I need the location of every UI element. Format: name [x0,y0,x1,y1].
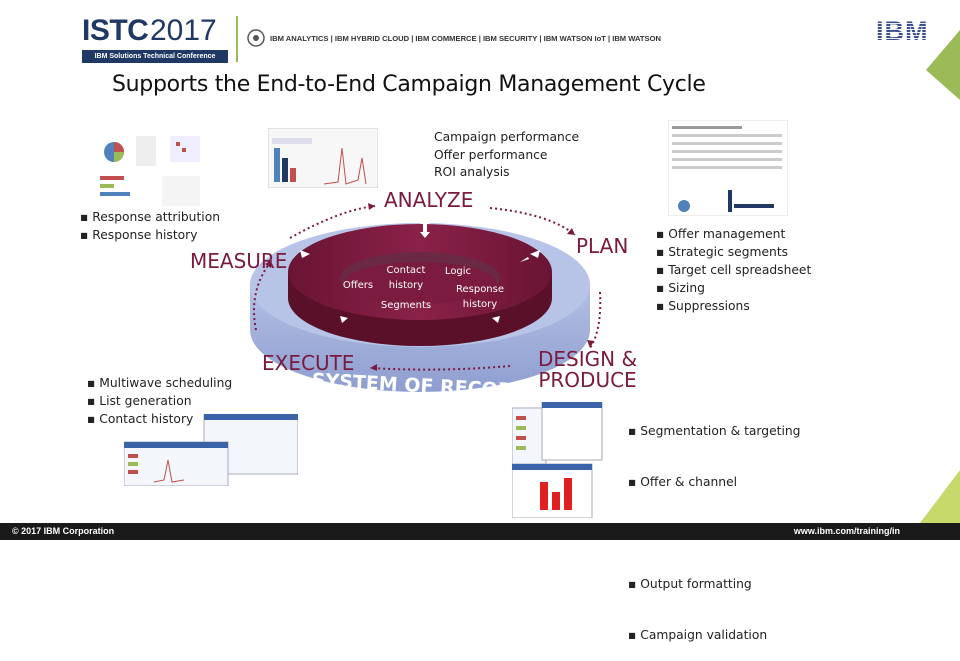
measure-report-thumbnail [96,130,206,210]
istc-subtitle: IBM Solutions Technical Conference [82,50,228,63]
arrow-bottom-right [492,316,500,323]
list-item: ▪ Response history [80,228,198,242]
cycle-arc-bottom [369,365,511,371]
inner-label-response-history: history [463,299,497,310]
stage-design-line1: DESIGN & [538,347,638,371]
page-title: Supports the End-to-End Campaign Managem… [112,72,706,97]
design-report-thumbnail [512,402,603,518]
header-divider [236,16,238,62]
istc-logo: ISTC [82,14,149,47]
arrowhead-analyze [368,203,375,210]
inner-label-contact: Contact [387,265,426,276]
list-item: ▪ Contact history [87,412,194,426]
measure-list: ▪ Response attribution ▪ Response histor… [80,208,220,244]
list-item: ▪ Segmentation & targeting [628,424,801,438]
arrowhead-plan [567,228,575,235]
ibm-logo-stripes [876,18,940,42]
plan-report-thumbnail [668,120,788,216]
stage-plan: PLAN [576,234,629,258]
execute-list: ▪ Multiwave scheduling ▪ List generation… [87,374,232,428]
cycle-arc-top-right [489,207,576,236]
arrow-bottom-left [340,316,348,323]
plan-list: ▪ Offer management ▪ Strategic segments … [656,225,811,315]
corner-decoration-top [926,30,960,100]
istc-year: 2017 [150,14,217,47]
footer-copyright: © 2017 IBM Corporation [12,526,115,536]
stage-execute: EXECUTE [262,351,355,375]
inner-label-segments: Segments [381,300,431,311]
list-item: ▪ Sizing [656,281,705,295]
inner-label-offers: Offers [343,280,373,291]
stage-measure: MEASURE [190,249,288,273]
list-item: ▪ Multiwave scheduling [87,376,233,390]
stage-design-line2: PRODUCE [538,368,637,392]
list-item: ▪ Output formatting [628,577,752,591]
corner-decoration-bottom [920,470,960,523]
campaign-cycle-diagram: Offers Contact history Segments Logic Re… [250,203,602,403]
analyze-list: Campaign performance Offer performance R… [434,129,579,182]
stage-analyze: ANALYZE [384,188,474,212]
list-item: ▪ Campaign validation [628,628,768,642]
arrow-left [300,250,310,258]
list-item: Campaign performance [434,130,580,144]
execute-report-thumbnail [124,414,298,486]
ibm-globe-icon [247,29,265,47]
arrowhead-execute [370,364,377,371]
analyze-report-thumbnail [268,128,378,188]
list-item: ROI analysis [434,165,510,179]
stage-design-produce: DESIGN & PRODUCE [538,349,637,391]
ring-arrows [300,218,540,323]
arrow-right [520,250,540,262]
cycle-arc-top-left [289,205,376,239]
inner-label-response: Response [456,284,504,295]
inner-label-contact-history: history [389,280,423,291]
footer-bar: © 2017 IBM Corporation www.ibm.com/train… [0,523,960,540]
footer-url[interactable]: www.ibm.com/training/in [793,526,900,536]
arrowhead-measure [265,260,272,268]
arrow-top [420,218,430,238]
list-item: ▪ Strategic segments [656,245,789,259]
cycle-arc-right [589,291,602,349]
arrowhead-design [587,340,594,348]
list-item: ▪ Target cell spreadsheet [656,263,812,277]
list-item: ▪ Response attribution [80,210,221,224]
brand-list: IBM ANALYTICS | IBM HYBRID CLOUD | IBM C… [270,34,662,43]
list-item: ▪ List generation [87,394,192,408]
list-item: Offer performance [434,147,548,162]
inner-label-logic: Logic [445,266,471,277]
list-item: ▪ Suppressions [656,299,750,313]
list-item: ▪ Offer & channel [628,475,738,489]
list-item: ▪ Offer management [656,227,786,241]
